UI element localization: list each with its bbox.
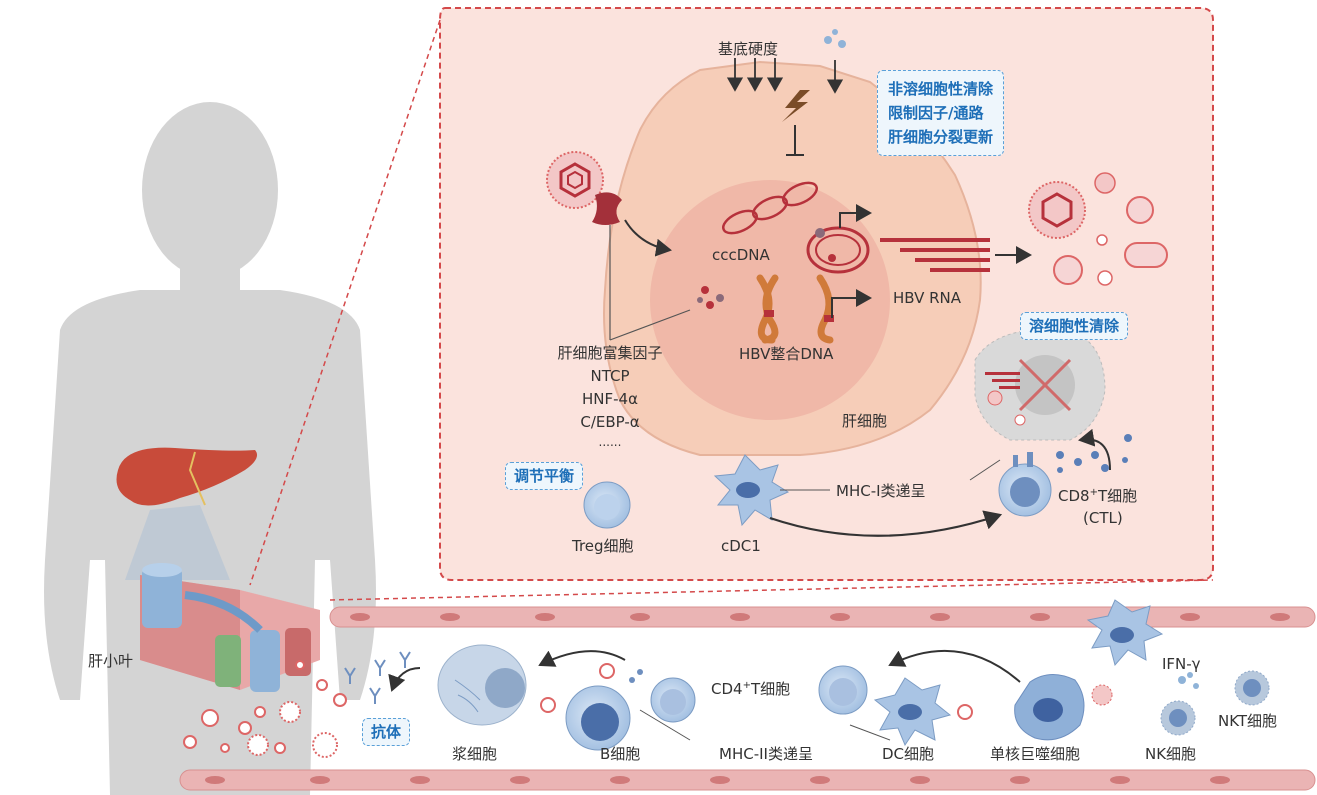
- cccdna-label: cccDNA: [712, 246, 770, 264]
- cd8-text-2: T细胞: [1097, 487, 1138, 505]
- ifn-label: IFN-γ: [1162, 655, 1201, 673]
- cd8-label: CD8+T细胞: [1058, 484, 1137, 505]
- human-silhouette: [44, 102, 376, 795]
- macrophage-label: 单核巨噬细胞: [990, 745, 1081, 763]
- cd4-t-cell-icon-2: [818, 665, 868, 715]
- endothelial-nuclei: [205, 613, 1290, 784]
- blood-particles: [183, 660, 347, 758]
- nk-label: NK细胞: [1145, 745, 1197, 763]
- bcell-label: B细胞: [600, 745, 641, 763]
- minichromosome-icon: [806, 226, 870, 274]
- noncytolytic-line: 限制因子/通路: [888, 104, 984, 122]
- factor-item: HNF-4α: [582, 390, 638, 408]
- cdc1-cell-icon: [713, 454, 790, 527]
- noncytolytic-line: 肝细胞分裂更新: [888, 128, 994, 146]
- factor-item: C/EBP-α: [580, 413, 640, 431]
- cd8-sup: +: [1089, 487, 1098, 498]
- antibody-tag: 抗体: [362, 718, 411, 746]
- vessel-wall-bottom: [179, 769, 1316, 791]
- ntcp-receptor-icon: [592, 192, 622, 225]
- liver-icon: [116, 447, 258, 580]
- hepatocyte-label: 肝细胞: [842, 412, 888, 430]
- hbv-virion-icon: [546, 151, 604, 209]
- lightning-icon: [782, 90, 810, 122]
- cd4-text-2: T细胞: [750, 680, 791, 698]
- noncytolytic-tag: 非溶细胞性清除 限制因子/通路 肝细胞分裂更新: [877, 70, 1005, 156]
- nk-cell-icon: [1160, 700, 1196, 736]
- factor-dots: [697, 286, 724, 309]
- released-particles: [1028, 172, 1168, 286]
- treg-label: Treg细胞: [572, 537, 634, 555]
- rna-transcripts: [880, 238, 990, 272]
- dc-cell-icon: [873, 677, 973, 747]
- vessel-wall-top: [329, 606, 1316, 628]
- stiffness-arrows: [726, 58, 844, 94]
- mhc2-label: MHC-II类递呈: [719, 745, 813, 763]
- factors-title: 肝细胞富集因子: [557, 344, 663, 362]
- dendritic-cell-top-icon: [1086, 599, 1164, 667]
- ctl-label: (CTL): [1083, 509, 1123, 527]
- plasma-cell-icon: [437, 644, 527, 726]
- cd4-text: CD4: [711, 680, 743, 698]
- balance-tag: 调节平衡: [505, 462, 584, 490]
- cdc1-label: cDC1: [721, 537, 761, 555]
- lobule-label: 肝小叶: [88, 652, 134, 670]
- integrated-dna-label: HBV整合DNA: [739, 345, 834, 363]
- lysed-hepatocyte: [974, 329, 1106, 441]
- macrophage-icon: [1014, 674, 1113, 741]
- cytokine-granules: [1056, 434, 1132, 473]
- antibody-icons: [344, 651, 411, 704]
- cccdna-icon: [721, 181, 819, 235]
- cd8-t-cell-icon: [998, 452, 1052, 517]
- cd4-sup: +: [742, 680, 751, 691]
- factor-item: ......: [598, 435, 622, 449]
- cd4-t-cell-icon: [629, 669, 696, 723]
- liver-lobule-icon: [140, 563, 320, 692]
- dc-label: DC细胞: [882, 745, 935, 763]
- cd4-label: CD4+T细胞: [711, 677, 790, 698]
- factor-item: NTCP: [590, 367, 630, 385]
- plasma-label: 浆细胞: [452, 745, 498, 763]
- ifn-dots: [1178, 672, 1199, 689]
- stiffness-label: 基底硬度: [718, 40, 779, 58]
- nkt-cell-icon: [1234, 670, 1270, 706]
- cd8-text: CD8: [1058, 487, 1090, 505]
- hbv-rna-label: HBV RNA: [893, 289, 962, 307]
- b-cell-icon: [540, 663, 631, 751]
- cytolytic-tag: 溶细胞性清除: [1020, 312, 1129, 340]
- treg-cell-icon: [583, 481, 631, 529]
- factors-list: 肝细胞富集因子 NTCP HNF-4α C/EBP-α ......: [545, 344, 675, 451]
- cytokine-dots: [824, 29, 846, 48]
- mhc1-label: MHC-I类递呈: [836, 482, 926, 500]
- noncytolytic-line: 非溶细胞性清除: [888, 80, 994, 98]
- nkt-label: NKT细胞: [1218, 712, 1278, 730]
